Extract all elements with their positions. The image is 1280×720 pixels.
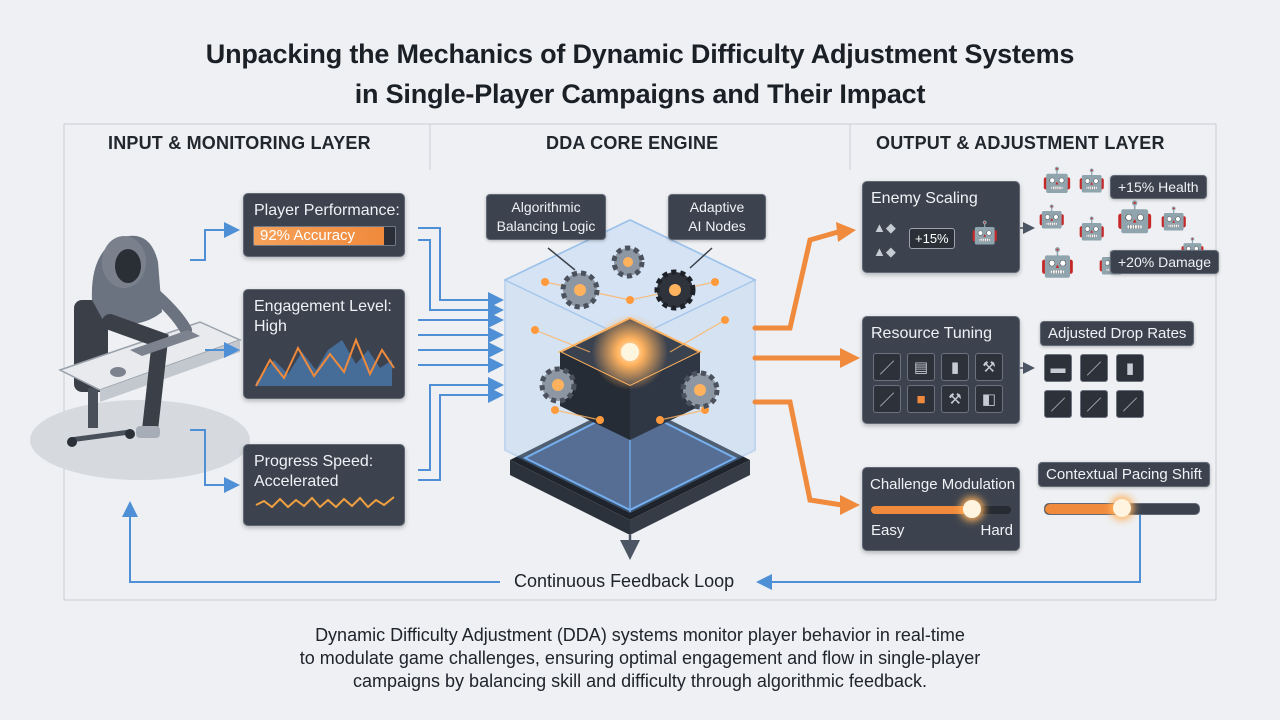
challenge-slider-track[interactable]: [871, 500, 1011, 518]
robot-icon: 🤖: [1116, 201, 1154, 234]
footer-line-1: Dynamic Difficulty Adjustment (DDA) syst…: [315, 625, 965, 645]
health-boost-badge: +15% Health: [1110, 175, 1207, 199]
progress-speed-panel: Progress Speed: Accelerated: [243, 444, 405, 526]
adaptive-line-2: AI Nodes: [688, 218, 746, 234]
engagement-level-label: Engagement Level:: [254, 298, 392, 315]
bat-icon: ／: [1080, 354, 1108, 382]
enemy-scaling-panel: Enemy Scaling ▲◆ ▲◆ +15% 🤖: [862, 181, 1020, 273]
input-layer-heading: INPUT & MONITORING LAYER: [108, 133, 371, 153]
canister-icon: ▮: [941, 353, 969, 381]
resource-tuning-label: Resource Tuning: [871, 325, 992, 342]
easy-label: Easy: [871, 522, 905, 539]
footer-line-2: to modulate game challenges, ensuring op…: [299, 648, 981, 668]
core-layer-heading: DDA CORE ENGINE: [546, 133, 719, 153]
challenge-slider-fill: [871, 506, 972, 514]
robot-icon: 🤖: [1078, 216, 1106, 241]
robot-icon: 🤖: [1040, 247, 1075, 278]
title-line-1: Unpacking the Mechanics of Dynamic Diffi…: [205, 39, 1075, 69]
progress-speed-wave: [255, 496, 395, 509]
pacing-slider-fill: [1045, 504, 1122, 514]
enemy-scaling-chip: +15%: [909, 228, 955, 249]
hammer-icon: ⚒: [941, 385, 969, 413]
robot-icon: 🤖: [1160, 206, 1188, 231]
challenge-modulation-panel: Challenge Modulation Easy Hard: [862, 467, 1020, 551]
gadget-icon: ◧: [975, 385, 1003, 413]
page-title: Unpacking the Mechanics of Dynamic Diffi…: [0, 34, 1280, 114]
up-arrow-icon: ▲◆: [873, 220, 896, 235]
accuracy-meter-fill: [254, 227, 384, 245]
pipe-icon: ／: [1044, 390, 1072, 418]
progress-speed-value: Accelerated: [254, 473, 339, 490]
progress-speed-label: Progress Speed:: [254, 453, 374, 470]
challenge-slider-knob[interactable]: [962, 500, 981, 518]
engagement-level-value: High: [254, 318, 287, 335]
drop-icon: ▲◆: [873, 244, 896, 259]
adaptive-ai-nodes-label: Adaptive AI Nodes: [668, 194, 766, 240]
damage-boost-badge: +20% Damage: [1110, 250, 1220, 274]
rod-icon: ／: [873, 385, 901, 413]
output-layer-heading: OUTPUT & ADJUSTMENT LAYER: [876, 133, 1165, 153]
enemy-scaling-label: Enemy Scaling: [871, 190, 978, 207]
pacing-slider-track[interactable]: [1044, 499, 1200, 517]
adjusted-drop-rates-label: Adjusted Drop Rates: [1040, 321, 1195, 346]
title-line-2: in Single-Player Campaigns and Their Imp…: [354, 79, 926, 109]
wrench-icon: ⚒: [975, 353, 1003, 381]
adaptive-line-1: Adaptive: [689, 199, 745, 215]
robot-icon: 🤖: [971, 220, 999, 245]
contextual-pacing-label: Contextual Pacing Shift: [1038, 462, 1210, 487]
accuracy-value: 92% Accuracy: [260, 227, 356, 244]
robot-icon: 🤖: [1042, 167, 1072, 194]
footer-line-3: campaigns by balancing skill and difficu…: [353, 671, 927, 691]
cylinder-icon: ▮: [1116, 354, 1144, 382]
battery-icon: ▬: [1044, 354, 1072, 382]
engagement-level-panel: Engagement Level: High: [243, 289, 405, 399]
algorithmic-balancing-label: Algorithmic Balancing Logic: [486, 194, 606, 240]
footer-description: Dynamic Difficulty Adjustment (DDA) syst…: [0, 624, 1280, 693]
engagement-sparkline: [255, 337, 395, 387]
algorithmic-line-1: Algorithmic: [511, 199, 581, 215]
accuracy-meter: 92% Accuracy: [253, 226, 396, 246]
robot-icon: 🤖: [1038, 204, 1066, 229]
sword-icon: ／: [873, 353, 901, 381]
resource-tuning-panel: Resource Tuning ／ ▤ ▮ ⚒ ／ ■ ⚒ ◧: [862, 316, 1020, 424]
player-performance-label: Player Performance:: [254, 202, 400, 219]
potion-icon: ▤: [907, 353, 935, 381]
crate-icon: ■: [907, 385, 935, 413]
hard-label: Hard: [980, 522, 1013, 539]
feedback-loop-label: Continuous Feedback Loop: [514, 571, 735, 591]
pacing-slider-knob[interactable]: [1113, 499, 1131, 517]
robot-icon: 🤖: [1078, 168, 1106, 193]
challenge-modulation-label: Challenge Modulation: [870, 476, 1016, 493]
algorithmic-line-2: Balancing Logic: [496, 218, 596, 234]
player-performance-panel: Player Performance: 92% Accuracy: [243, 193, 405, 257]
torch-icon: ／: [1116, 390, 1144, 418]
club-icon: ／: [1080, 390, 1108, 418]
